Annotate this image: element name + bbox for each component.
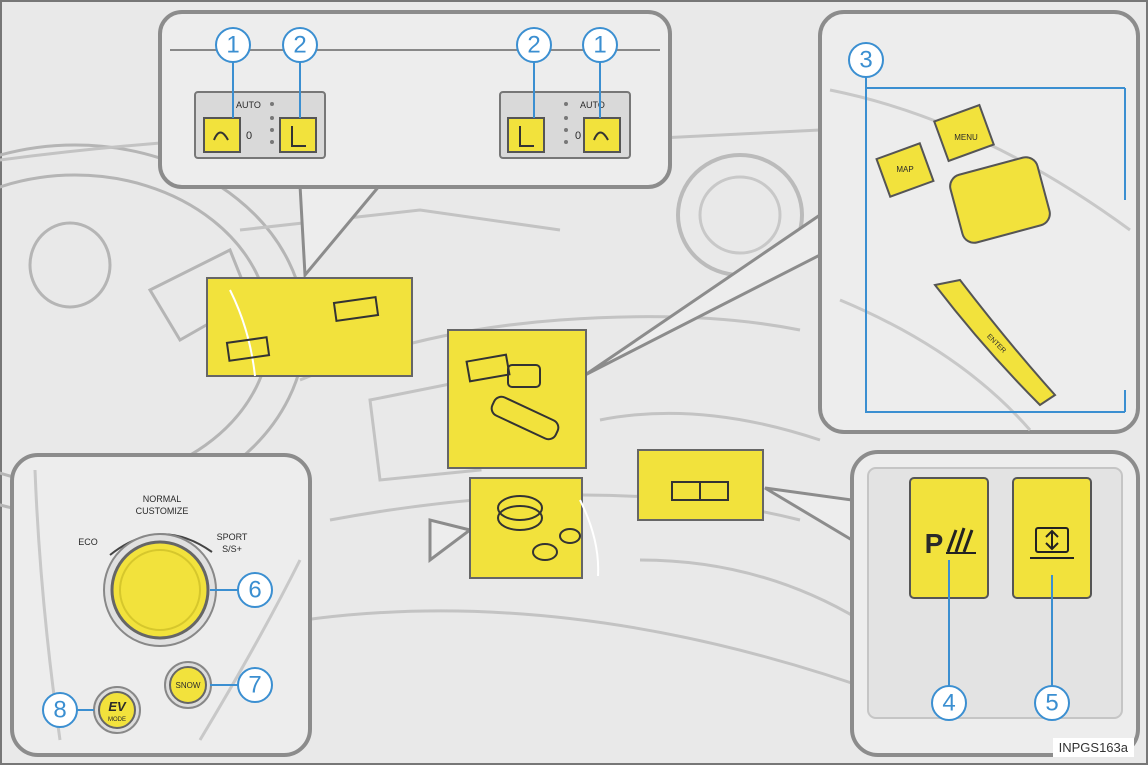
sport-levels-label: S/S+ bbox=[222, 544, 242, 554]
map-button-label: MAP bbox=[896, 165, 913, 174]
callout-5-text: 5 bbox=[1045, 690, 1058, 717]
seat-heater-left-level: 0 bbox=[246, 130, 252, 142]
callout-7 bbox=[237, 667, 273, 703]
menu-button[interactable]: MENU bbox=[932, 103, 996, 163]
callout-1-right-text: 1 bbox=[593, 32, 606, 59]
callout-1-left-text: 1 bbox=[226, 32, 239, 59]
enter-button[interactable]: ENTER bbox=[933, 278, 1057, 407]
height-control-icon bbox=[1030, 527, 1074, 559]
snow-button[interactable]: SNOW bbox=[164, 661, 212, 709]
drive-mode-panel: NORMAL CUSTOMIZE ECO SPORT S/S+ 6 SNOW 7… bbox=[10, 453, 312, 757]
callout-3-text: 3 bbox=[859, 47, 872, 74]
figure-code: INPGS163a bbox=[1052, 738, 1134, 757]
callout-2-right-text: 2 bbox=[527, 32, 540, 59]
seat-heater-panel: 0 AUTO AUTO 0 1 2 2 1 bbox=[158, 10, 672, 189]
seat-heater-right-button[interactable] bbox=[583, 117, 621, 153]
seat-heater-left-button[interactable] bbox=[203, 117, 241, 153]
callout-8 bbox=[42, 692, 78, 728]
callout-7-text: 7 bbox=[248, 672, 261, 699]
map-button[interactable]: MAP bbox=[875, 142, 935, 198]
callout-2-left bbox=[282, 27, 318, 63]
seat-heater-right-level: 0 bbox=[575, 130, 581, 142]
menu-button-label: MENU bbox=[954, 133, 978, 142]
ev-mode-label: MODE bbox=[108, 717, 126, 723]
touch-pad[interactable] bbox=[947, 155, 1052, 246]
drive-mode-dial[interactable] bbox=[103, 533, 217, 647]
auto-label-left: AUTO bbox=[236, 100, 261, 110]
highlight-remote-touch bbox=[447, 329, 587, 469]
customize-label: CUSTOMIZE bbox=[136, 506, 189, 516]
callout-4-text: 4 bbox=[942, 690, 955, 717]
remote-touch-panel: MAP MENU ENTER 3 bbox=[818, 10, 1140, 434]
parking-letter: P bbox=[925, 528, 944, 559]
auto-label-right: AUTO bbox=[580, 100, 605, 110]
highlight-park-switches bbox=[637, 449, 764, 521]
sport-label: SPORT bbox=[217, 532, 248, 542]
ev-mode-button[interactable]: EV MODE bbox=[93, 686, 141, 734]
callout-2-left-text: 2 bbox=[293, 32, 306, 59]
callout-6-text: 6 bbox=[248, 577, 261, 604]
eco-label: ECO bbox=[78, 537, 98, 547]
callout-4 bbox=[931, 685, 967, 721]
normal-label: NORMAL bbox=[143, 494, 182, 504]
highlight-seat-switches bbox=[206, 277, 413, 377]
callout-8-text: 8 bbox=[53, 697, 66, 724]
callout-6 bbox=[237, 572, 273, 608]
seat-fan-left-button[interactable] bbox=[279, 117, 317, 153]
callout-2-right bbox=[516, 27, 552, 63]
ev-label: EV bbox=[108, 699, 127, 714]
snow-label: SNOW bbox=[176, 681, 201, 690]
seat-fan-right-button[interactable] bbox=[507, 117, 545, 153]
highlight-dial-area bbox=[469, 477, 600, 579]
callout-1-left bbox=[215, 27, 251, 63]
parking-sensor-icon bbox=[946, 527, 974, 553]
switch-panel: P 4 5 bbox=[850, 450, 1140, 757]
callout-1-right bbox=[582, 27, 618, 63]
pointer-left bbox=[428, 518, 474, 563]
callout-5 bbox=[1034, 685, 1070, 721]
